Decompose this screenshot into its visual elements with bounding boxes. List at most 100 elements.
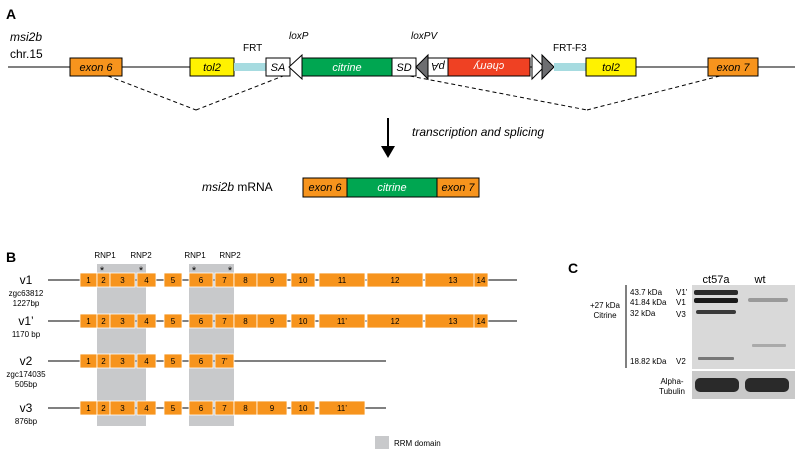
exon-number: 7 — [222, 404, 227, 413]
band-ct57a-v3 — [696, 310, 736, 314]
frtf3-site — [554, 63, 586, 71]
exon-number: 13 — [449, 276, 458, 285]
sa-label: SA — [271, 62, 286, 74]
exon7-label: exon 7 — [716, 62, 750, 74]
exon-box — [473, 313, 489, 329]
exon-number: 11’ — [337, 317, 347, 326]
exon-box — [366, 272, 424, 288]
mrna-exon7-label: exon 7 — [441, 182, 475, 194]
exon-box — [318, 400, 366, 416]
band-wt-v1 — [748, 298, 788, 302]
exon-number: 4 — [144, 404, 149, 413]
gene-name: msi2b — [10, 30, 42, 44]
tol2-right-label: tol2 — [602, 62, 620, 74]
variant-name: v1 — [20, 273, 33, 287]
exon-number: 12 — [391, 276, 400, 285]
exon-number: 9 — [270, 317, 275, 326]
rnp1-label-1: RNP1 — [94, 251, 116, 260]
exon-box — [188, 313, 214, 329]
exon-number: 8 — [243, 404, 248, 413]
rnp2-label-1: RNP2 — [130, 251, 152, 260]
motif-asterisk-3: * — [192, 265, 197, 277]
exon-box — [136, 400, 157, 416]
exon-number: 12 — [391, 317, 400, 326]
exon-number: 6 — [199, 276, 204, 285]
exon-box — [188, 400, 214, 416]
exon-box — [290, 272, 316, 288]
tol2-right-box — [585, 57, 637, 77]
exon-number: 3 — [120, 317, 125, 326]
variant-subtitle: 876bp — [15, 417, 38, 426]
exon-box — [109, 272, 136, 288]
marker-18kda: 18.82 kDa — [630, 357, 667, 366]
variant-subtitle: 1227bp — [13, 299, 40, 308]
sd-label: SD — [396, 62, 411, 74]
exon-number: 7’ — [221, 357, 227, 366]
loading-label-line2: Tubulin — [659, 387, 685, 396]
exon-number: 9 — [270, 276, 275, 285]
lane-wt-label: wt — [754, 274, 766, 286]
exon-number: 1 — [86, 404, 91, 413]
variant-subtitle: 505bp — [15, 380, 38, 389]
band-v1prime: V1' — [676, 288, 688, 297]
variant-name: v2 — [20, 354, 33, 368]
tubulin-band-wt — [745, 378, 789, 392]
exon-number: 8 — [243, 317, 248, 326]
splice-dash-1 — [107, 75, 197, 111]
marker-41kda: 41.84 kDa — [630, 298, 667, 307]
exon-number: 2 — [101, 404, 106, 413]
motif-asterisk-1: * — [100, 265, 105, 277]
exon-number: 6 — [199, 317, 204, 326]
frtf3-label: FRT-F3 — [553, 43, 587, 54]
citrine-label: citrine — [332, 62, 361, 74]
exon-number: 5 — [171, 317, 176, 326]
exon-number: 2 — [101, 357, 106, 366]
exon-box — [256, 313, 288, 329]
loxp-label: loxP — [289, 31, 309, 42]
exon6-label: exon 6 — [79, 62, 113, 74]
exon-box — [136, 353, 157, 369]
loxpv-triangle — [415, 53, 429, 81]
exon-number: 3 — [120, 404, 125, 413]
exon-box — [163, 313, 183, 329]
band-ct57a-v1prime — [694, 290, 738, 295]
rrm-legend-swatch — [375, 436, 389, 449]
exon-number: 5 — [171, 276, 176, 285]
exon-box — [163, 353, 183, 369]
band-v3: V3 — [676, 310, 686, 319]
exon-number: 11 — [338, 276, 347, 285]
exon-number: 2 — [101, 317, 106, 326]
variant-name: v1’ — [18, 314, 33, 328]
exon-box — [473, 272, 489, 288]
exon-number: 3 — [120, 276, 125, 285]
exon-number: 6 — [199, 404, 204, 413]
exon-box — [109, 353, 136, 369]
exon-box — [136, 313, 157, 329]
panel-c-letter: C — [568, 260, 578, 276]
frt-site — [234, 63, 266, 71]
motif-asterisk-4: * — [228, 265, 233, 277]
exon-box — [256, 400, 288, 416]
citrine-shift-line2: Citrine — [593, 311, 617, 320]
loxp-right-triangle — [531, 53, 545, 81]
exon-number: 5 — [171, 404, 176, 413]
panel-a-letter: A — [6, 6, 16, 22]
exon-box — [290, 313, 316, 329]
splice-dash-3 — [409, 75, 588, 111]
lane-ct57a-label: ct57a — [703, 274, 731, 286]
panel-b-letter: B — [6, 249, 16, 265]
process-label: transcription and splicing — [412, 125, 544, 139]
mrna-exon6-label: exon 6 — [308, 182, 342, 194]
western-blot — [692, 285, 795, 369]
exon-box — [214, 353, 235, 369]
exon-number: 7 — [222, 317, 227, 326]
exon-number: 6 — [199, 357, 204, 366]
tol2-left-label: tol2 — [203, 62, 221, 74]
rrm-domain-1 — [97, 264, 146, 426]
exon-number: 8 — [243, 276, 248, 285]
exon-number: 10 — [299, 317, 308, 326]
marker-32kda: 32 kDa — [630, 309, 656, 318]
band-v1: V1 — [676, 298, 686, 307]
exon-number: 4 — [144, 317, 149, 326]
